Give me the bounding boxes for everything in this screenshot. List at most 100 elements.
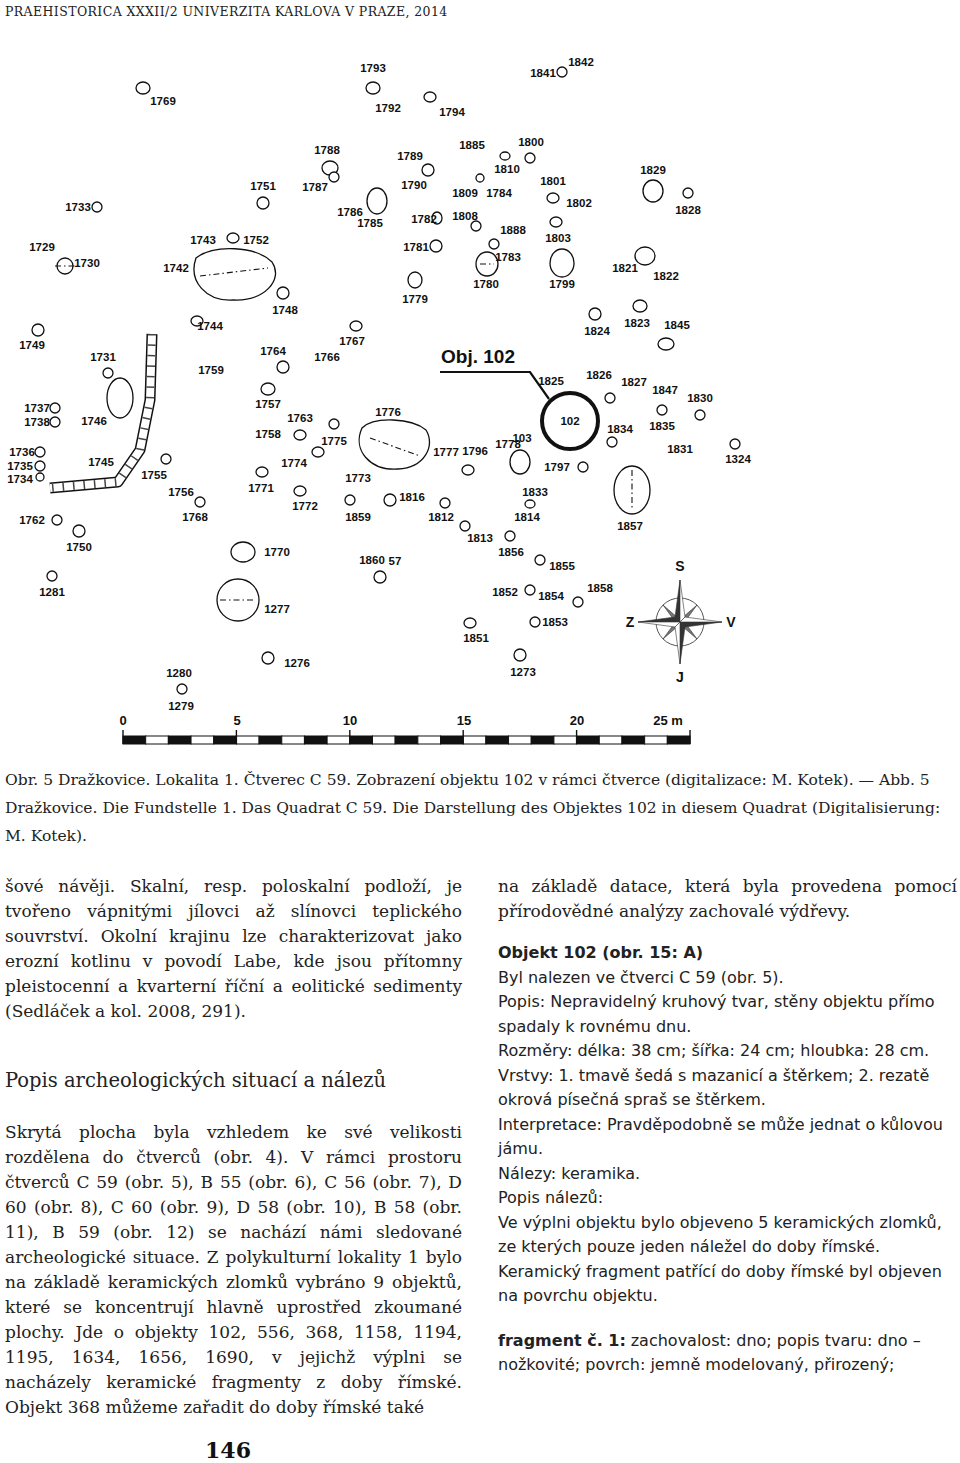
scale-label: 20 (570, 713, 584, 728)
feature-pit (261, 383, 275, 395)
feature-number: 1752 (243, 234, 269, 246)
scale-segment (531, 736, 554, 744)
feature-number: 1734 (7, 473, 33, 485)
feature-pit (500, 152, 510, 160)
feature-number: 1794 (439, 106, 465, 118)
feature-number: 1736 (9, 446, 35, 458)
feature-pit (107, 378, 133, 418)
feature-pit (476, 174, 484, 182)
feature-number: 1803 (545, 232, 571, 244)
scale-segment (599, 736, 622, 744)
feature-pit (194, 249, 275, 300)
feature-number: 1738 (24, 416, 50, 428)
scale-segment (667, 736, 690, 744)
text-block: šové návěji. Skalní, resp. poloskalní po… (5, 874, 462, 1024)
scale-tick (236, 730, 237, 744)
object-callout: Obj. 102 (441, 346, 515, 368)
feature-pit (462, 465, 474, 475)
feature-number: 1825 (538, 375, 564, 387)
text-column: šové návěji. Skalní, resp. poloskalní po… (5, 874, 462, 1420)
feature-number: 1823 (624, 317, 650, 329)
feature-pit (277, 287, 289, 299)
feature-pit (312, 447, 324, 457)
feature-number: 1809 (452, 187, 478, 199)
feature-pit (505, 531, 515, 541)
feature-number: 1834 (607, 423, 633, 435)
feature-pit (262, 652, 274, 664)
feature-pit (231, 542, 255, 562)
feature-number: 1821 (612, 262, 638, 274)
feature-number: 1851 (463, 632, 489, 644)
feature-number: 1776 (375, 406, 401, 418)
feature-number: 1792 (375, 102, 401, 114)
fragment-heading: fragment č. 1: (498, 1331, 626, 1350)
feature-pit (643, 180, 663, 202)
feature-number: 1802 (566, 197, 592, 209)
feature-pit (195, 497, 205, 507)
feature-number: 1279 (168, 700, 194, 712)
compass-rose (680, 580, 685, 622)
feature-number: 1857 (617, 520, 643, 532)
compass-rose (680, 617, 722, 622)
scale-segment (214, 736, 237, 744)
feature-number: 1816 (399, 491, 425, 503)
feature-number: 1770 (264, 546, 290, 558)
entry-text: Popis nálezů: (498, 1188, 603, 1207)
object-number: 102 (539, 415, 601, 427)
compass-letter: S (675, 558, 684, 574)
feature-number: 1771 (248, 482, 274, 494)
feature-number: 1822 (653, 270, 679, 282)
section-line (200, 268, 268, 276)
feature-pit (633, 300, 647, 312)
text-block: fragment č. 1:zachovalost: dno; popis tv… (498, 1329, 957, 1378)
entry-heading: Objekt 102 (obr. 15: A) (498, 943, 703, 962)
feature-number: 1750 (66, 541, 92, 553)
feature-pit (683, 188, 693, 198)
feature-number: 1779 (402, 293, 428, 305)
scale-segment (395, 736, 418, 744)
feature-pit (547, 193, 559, 203)
feature-number: 1729 (29, 241, 55, 253)
feature-number: 1788 (314, 144, 340, 156)
feature-number: 1789 (397, 150, 423, 162)
feature-number: 1853 (542, 616, 568, 628)
feature-number: 1782 (411, 213, 437, 225)
feature-number: 1768 (182, 511, 208, 523)
feature-pit (614, 466, 650, 514)
text-block: Popis: Nepravidelný kruhový tvar, stěny … (498, 990, 957, 1039)
feature-number: 1799 (549, 278, 575, 290)
entry-text: Popis: Nepravidelný kruhový tvar, stěny … (498, 992, 935, 1036)
feature-number: 1759 (198, 364, 224, 376)
feature-number: 57 (389, 555, 402, 567)
entry-text: Rozměry: délka: 38 cm; šířka: 24 cm; hlo… (498, 1041, 929, 1060)
feature-pit (573, 597, 583, 607)
feature-pit (422, 164, 434, 176)
section-heading: Popis archeologických situací a nálezů (5, 1069, 386, 1092)
wall-trench (50, 334, 152, 488)
feature-pit (277, 361, 289, 373)
feature-number: 1826 (586, 369, 612, 381)
scale-tick (122, 730, 123, 744)
feature-number: 1885 (459, 139, 485, 151)
feature-number: 1746 (81, 415, 107, 427)
feature-pit (464, 618, 476, 628)
feature-pit (605, 393, 615, 403)
feature-pit (161, 454, 171, 464)
feature-pit (329, 172, 339, 182)
scale-tick (349, 730, 350, 744)
feature-number: 1797 (544, 461, 570, 473)
feature-pit (550, 249, 574, 277)
feature-pit (35, 461, 45, 471)
feature-pit (607, 437, 617, 447)
feature-pit (35, 447, 45, 457)
scale-segment (372, 736, 395, 744)
section-line (220, 599, 256, 600)
feature-number: 1841 (530, 67, 556, 79)
feature-number: 1847 (652, 384, 678, 396)
text-block: Nálezy: keramika. (498, 1162, 957, 1187)
compass-rose (675, 580, 680, 622)
scale-segment (304, 736, 327, 744)
feature-number: 1801 (540, 175, 566, 187)
scale-segment (259, 736, 282, 744)
